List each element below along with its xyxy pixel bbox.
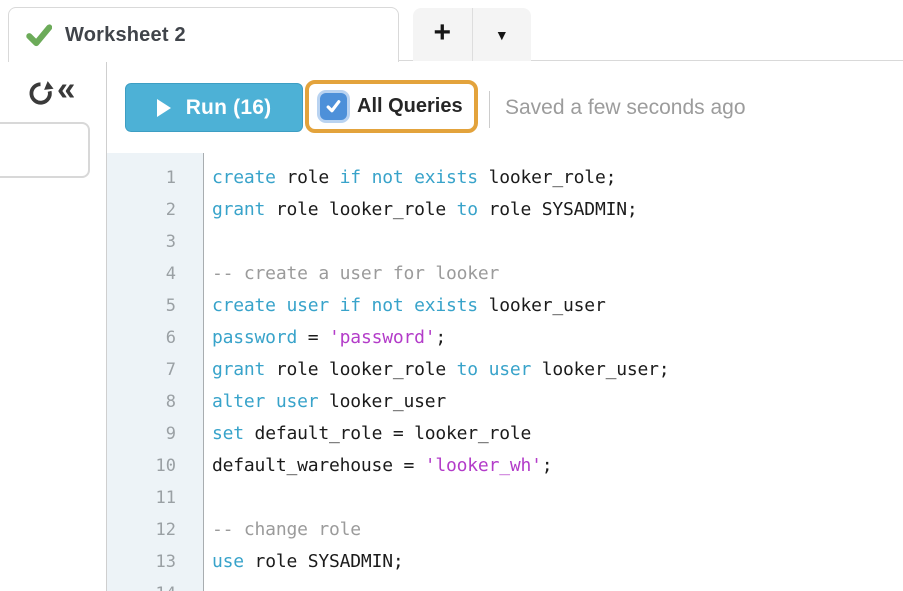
new-worksheet-button[interactable]: + xyxy=(413,8,473,61)
code-line[interactable] xyxy=(212,482,903,514)
tab-worksheet-2[interactable]: Worksheet 2 xyxy=(8,7,399,62)
sql-editor: 1234567891011121314 create role if not e… xyxy=(107,153,903,591)
code-token-kw: create user if not exists xyxy=(212,295,478,316)
gutter: 1234567891011121314 xyxy=(107,153,204,591)
tab-button-group: + ▼ xyxy=(413,8,531,61)
code-token-d: role looker_role xyxy=(265,199,457,220)
worksheet-saved-check-icon xyxy=(26,22,52,48)
code-token-kw: create xyxy=(212,167,276,188)
tabbar-bottom-border xyxy=(399,60,903,61)
code-token-d: role xyxy=(275,167,340,188)
code-line[interactable]: alter user looker_user xyxy=(212,386,903,418)
code-line[interactable]: use role SYSADMIN; xyxy=(212,546,903,578)
code-line[interactable]: grant role looker_role to role SYSADMIN; xyxy=(212,194,903,226)
code-line[interactable]: default_warehouse = 'looker_wh'; xyxy=(212,450,903,482)
double-chevron-left-icon: « xyxy=(57,70,76,107)
code-line[interactable]: create role if not exists looker_role; xyxy=(212,162,903,194)
refresh-button[interactable] xyxy=(27,78,54,108)
all-queries-highlight-box: All Queries xyxy=(305,80,478,133)
line-number: 5 xyxy=(165,296,176,316)
code-line[interactable]: password = 'password'; xyxy=(212,322,903,354)
code-token-d: looker_user xyxy=(477,295,606,316)
code-token-kw: set xyxy=(212,423,244,444)
code-token-d: looker_role; xyxy=(477,167,617,188)
code-token-c: -- create a user for looker xyxy=(212,263,500,284)
code-token-d: ; xyxy=(435,327,447,348)
line-number: 7 xyxy=(165,360,176,380)
line-number: 1 xyxy=(165,168,176,188)
code-token-kw: use xyxy=(212,551,244,572)
code-token-kw: password xyxy=(212,327,298,348)
line-number: 2 xyxy=(165,200,176,220)
collapse-panel-button[interactable]: « xyxy=(57,69,75,109)
line-number: 13 xyxy=(155,552,176,572)
line-number: 8 xyxy=(165,392,176,412)
code-line[interactable]: create user if not exists looker_user xyxy=(212,290,903,322)
code-token-d: default_role = looker_role xyxy=(243,423,532,444)
all-queries-label: All Queries xyxy=(357,95,463,117)
line-number: 6 xyxy=(165,328,176,348)
chevron-down-icon: ▼ xyxy=(494,26,509,43)
code-token-kw: grant xyxy=(212,199,266,220)
code-token-kw: grant xyxy=(212,359,266,380)
plus-icon: + xyxy=(433,15,452,49)
code-line[interactable]: grant role looker_role to user looker_us… xyxy=(212,354,903,386)
code-lines[interactable]: create role if not exists looker_role;gr… xyxy=(204,153,903,591)
code-token-kw: to xyxy=(456,199,478,220)
line-number: 14 xyxy=(107,578,176,591)
code-line[interactable]: set default_role = looker_role xyxy=(212,418,903,450)
code-token-d: role SYSADMIN; xyxy=(243,551,404,572)
refresh-icon xyxy=(27,78,54,108)
all-queries-checkbox[interactable] xyxy=(320,93,347,120)
run-button-label: Run (16) xyxy=(185,95,272,119)
code-token-c: -- change role xyxy=(212,519,361,540)
object-search-input[interactable] xyxy=(0,122,90,178)
code-line[interactable] xyxy=(212,578,903,591)
line-number: 11 xyxy=(155,488,176,508)
left-panel-divider xyxy=(106,62,107,591)
toolbar-divider xyxy=(489,91,490,128)
code-token-kw: if not exists xyxy=(339,167,478,188)
line-number: 10 xyxy=(155,456,176,476)
code-line[interactable]: -- create a user for looker xyxy=(212,258,903,290)
checkbox-check-icon xyxy=(325,98,342,115)
code-token-d: = xyxy=(297,327,330,348)
tab-title: Worksheet 2 xyxy=(65,23,186,46)
tab-menu-button[interactable]: ▼ xyxy=(473,8,532,61)
code-line[interactable]: -- change role xyxy=(212,514,903,546)
code-token-d: ; xyxy=(541,455,553,476)
code-token-kw: alter user xyxy=(212,391,319,412)
line-number: 12 xyxy=(155,520,176,540)
line-number: 9 xyxy=(165,424,176,444)
code-token-d: looker_user xyxy=(318,391,447,412)
code-token-d: role looker_role xyxy=(265,359,457,380)
code-token-d: looker_user; xyxy=(531,359,670,380)
code-token-d: default_warehouse = xyxy=(212,455,425,476)
line-number: 4 xyxy=(165,264,176,284)
code-token-kw: to user xyxy=(456,359,532,380)
play-icon xyxy=(156,98,171,117)
save-status-text: Saved a few seconds ago xyxy=(505,96,746,119)
code-token-d: role SYSADMIN; xyxy=(477,199,638,220)
code-token-s: 'looker_wh' xyxy=(424,455,542,476)
line-number: 3 xyxy=(165,232,176,252)
code-token-s: 'password' xyxy=(329,327,436,348)
code-line[interactable] xyxy=(212,226,903,258)
run-button[interactable]: Run (16) xyxy=(125,83,303,132)
